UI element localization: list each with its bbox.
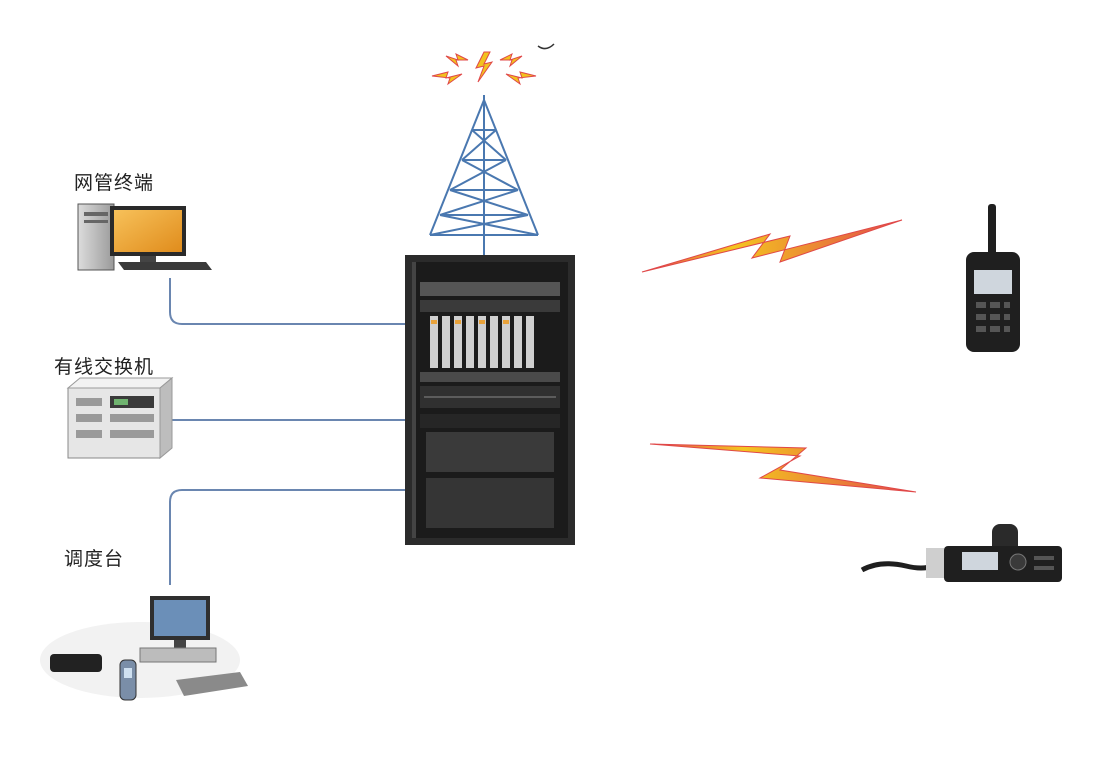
antenna-tower-icon — [429, 43, 555, 255]
connector-nms-terminal — [169, 278, 405, 325]
connector-dispatch-console — [169, 489, 405, 585]
dispatch-console-icon — [40, 596, 248, 701]
base-station-cabinet-icon — [405, 255, 575, 545]
wireless-link-lightning-top — [641, 219, 903, 273]
wireless-link-lightning-bottom — [649, 443, 917, 493]
handheld-radio-icon — [966, 204, 1020, 352]
label-dispatch-console: 调度台 — [64, 548, 125, 570]
label-wired-switch: 有线交换机 — [54, 356, 155, 378]
label-nms-terminal: 网管终端 — [74, 172, 155, 194]
wired-switch-icon — [66, 376, 174, 460]
nms-terminal-computer-icon — [77, 203, 212, 271]
connector-lines — [160, 278, 405, 585]
vehicle-mobile-radio-icon — [860, 524, 1062, 582]
